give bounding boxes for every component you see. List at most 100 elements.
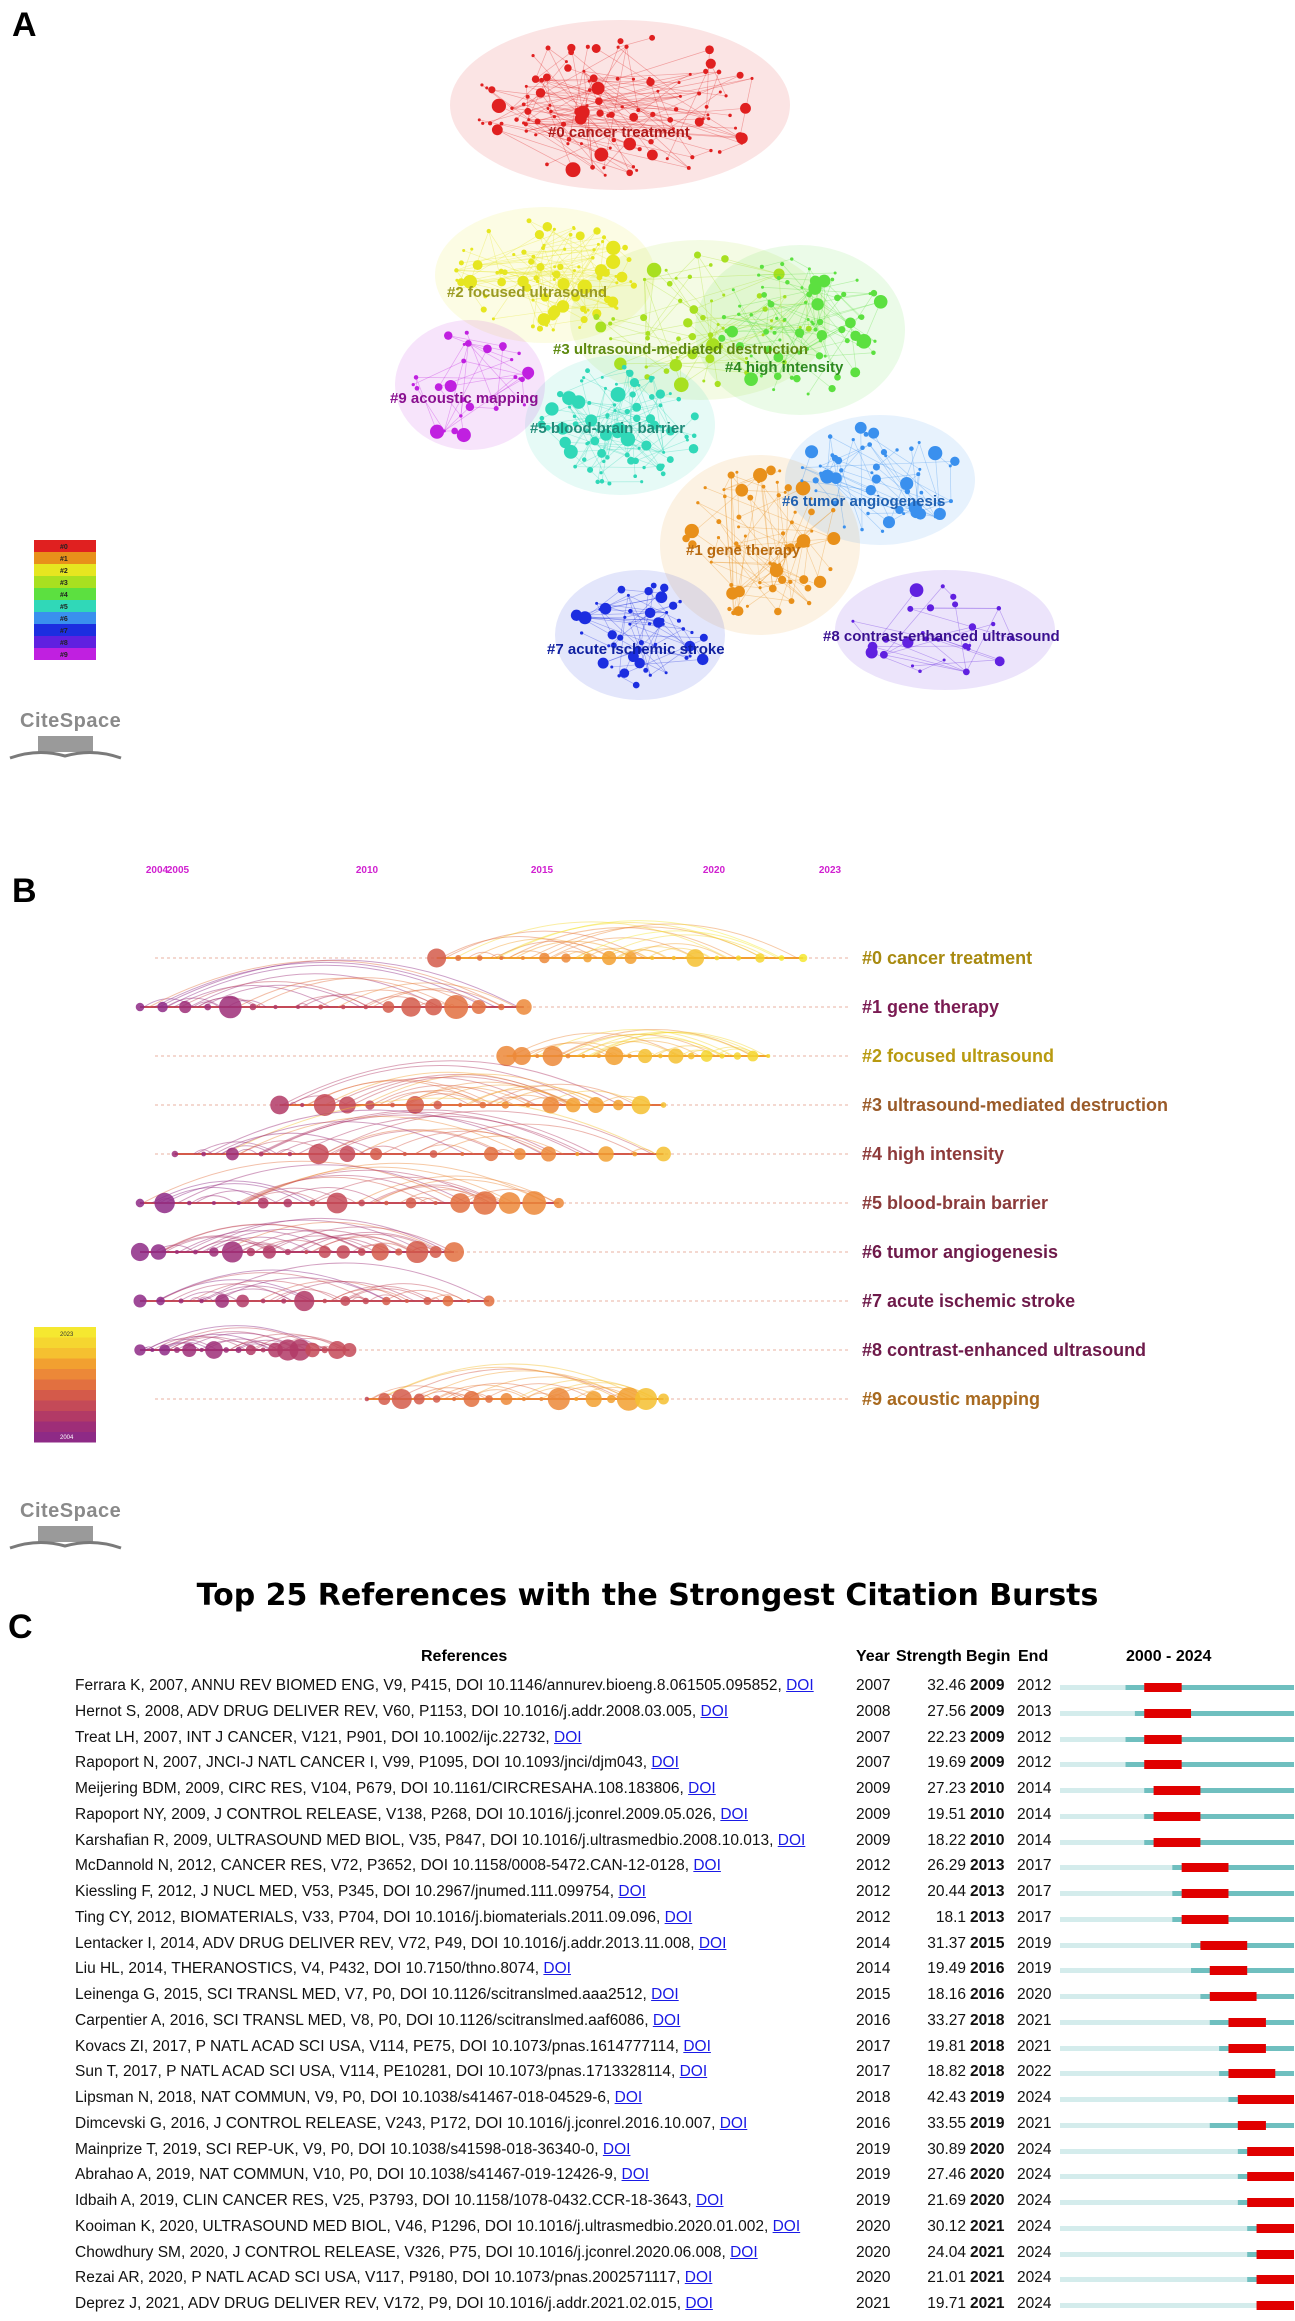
doi-link[interactable]: DOI	[688, 1780, 716, 1797]
cluster-node	[629, 391, 636, 398]
cluster-node	[660, 583, 669, 593]
burst-span	[1247, 2172, 1294, 2182]
timeline-node	[402, 1151, 407, 1157]
doi-link[interactable]: DOI	[679, 2063, 708, 2081]
cluster-node	[895, 505, 904, 515]
cluster-node	[635, 168, 639, 172]
citation-arc	[587, 1032, 760, 1057]
burst-strength: 19.81	[927, 2037, 966, 2055]
timeline-row-8: #8 contrast-enhanced ultrasound	[134, 1325, 1146, 1361]
cluster-edge	[697, 254, 780, 275]
cluster-node	[595, 601, 599, 605]
doi-link[interactable]: DOI	[614, 2089, 643, 2106]
citation-arc	[161, 1235, 277, 1253]
year-label: 2020	[703, 865, 726, 876]
header-strength: Strength	[896, 1648, 962, 1665]
cluster-node	[855, 278, 859, 282]
cluster-node	[762, 306, 768, 312]
inactive-span	[1060, 2200, 1294, 2205]
cluster-edge	[549, 104, 677, 110]
cluster-node	[551, 328, 555, 332]
cluster-node	[700, 314, 706, 321]
timeline-node	[150, 1244, 167, 1260]
citation-arc	[193, 1001, 220, 1008]
doi-link[interactable]: DOI	[730, 2243, 758, 2261]
doi-link[interactable]: DOI	[720, 1805, 748, 1823]
doi-link[interactable]: DOI	[664, 1908, 693, 1926]
citation-arc	[629, 1148, 656, 1155]
timeline-node	[755, 953, 765, 963]
burst-end: 2024	[1017, 2089, 1052, 2106]
citation-arc	[289, 1101, 297, 1106]
cluster-node	[882, 636, 890, 643]
citation-arc	[414, 1144, 475, 1155]
doi-link[interactable]: DOI	[777, 1831, 806, 1849]
cluster-node	[585, 428, 589, 432]
cluster-node	[647, 76, 651, 80]
doi-link[interactable]: DOI	[700, 1702, 729, 1720]
cluster-node	[663, 129, 667, 133]
burst-strength: 18.1	[935, 1908, 966, 1926]
cluster-edge	[613, 318, 693, 337]
doi-link[interactable]: DOI	[651, 1754, 679, 1772]
cluster-node	[648, 375, 654, 381]
burst-strength: 32.46	[927, 1677, 966, 1694]
cluster-node	[683, 318, 693, 328]
citation-arc	[617, 949, 668, 959]
cluster-node	[684, 655, 689, 660]
cluster-edge	[654, 425, 664, 453]
doi-link[interactable]: DOI	[652, 2011, 681, 2029]
cluster-node	[749, 354, 753, 358]
doi-link[interactable]: DOI	[685, 2295, 713, 2312]
cluster-node	[643, 667, 649, 673]
cluster-node	[701, 117, 705, 121]
cluster-node	[434, 383, 443, 391]
timeline-node	[384, 1200, 389, 1206]
cluster-node	[718, 90, 722, 94]
doi-link[interactable]: DOI	[618, 1883, 646, 1900]
cluster-edge	[643, 317, 677, 366]
cluster-node	[640, 480, 644, 484]
doi-link[interactable]: DOI	[772, 2217, 801, 2235]
cluster-node	[593, 227, 601, 235]
citation-arc	[485, 1083, 636, 1106]
table-row: Kiessling F, 2012, J NUCL MED, V53, P345…	[0, 1880, 1295, 1905]
cluster-edge	[883, 586, 944, 655]
citation-arc	[237, 977, 453, 1008]
cluster-node	[512, 252, 516, 257]
doi-link[interactable]: DOI	[602, 2140, 631, 2158]
cluster-node	[605, 415, 609, 419]
doi-link[interactable]: DOI	[693, 1857, 721, 1875]
burst-end: 2017	[1017, 1908, 1052, 1926]
doi-link[interactable]: DOI	[698, 1934, 727, 1952]
doi-link[interactable]: DOI	[719, 2114, 748, 2132]
cluster-node	[460, 397, 466, 403]
publication-year: 2016	[856, 2114, 891, 2132]
inactive-span	[1060, 2122, 1294, 2128]
active-span	[1144, 1839, 1294, 1845]
doi-link[interactable]: DOI	[695, 2192, 724, 2209]
cluster-node	[773, 352, 784, 363]
citation-arc	[371, 1186, 488, 1204]
cluster-node	[867, 442, 873, 447]
burst-strength: 19.71	[927, 2295, 966, 2312]
citation-arc	[191, 1195, 236, 1204]
timeline-row-9: #9 acoustic mapping	[155, 1363, 1040, 1411]
doi-link[interactable]: DOI	[684, 2269, 713, 2287]
doi-link[interactable]: DOI	[786, 1677, 814, 1694]
citation-arc	[585, 947, 649, 959]
doi-link[interactable]: DOI	[683, 2037, 711, 2055]
doi-link[interactable]: DOI	[554, 1728, 582, 1746]
cluster-node	[622, 427, 626, 431]
timeline-label: #6 tumor angiogenesis	[862, 1242, 1058, 1262]
cluster-edge	[624, 612, 651, 674]
burst-end: 2024	[1017, 2295, 1052, 2312]
cluster-edge	[523, 249, 595, 253]
timeline-node	[150, 1347, 155, 1353]
burst-strength: 20.44	[927, 1883, 966, 1900]
cluster-edge	[629, 623, 690, 647]
doi-link[interactable]: DOI	[651, 1986, 679, 2003]
doi-link[interactable]: DOI	[543, 1960, 571, 1978]
cluster-edge	[738, 526, 812, 532]
doi-link[interactable]: DOI	[621, 2166, 650, 2184]
